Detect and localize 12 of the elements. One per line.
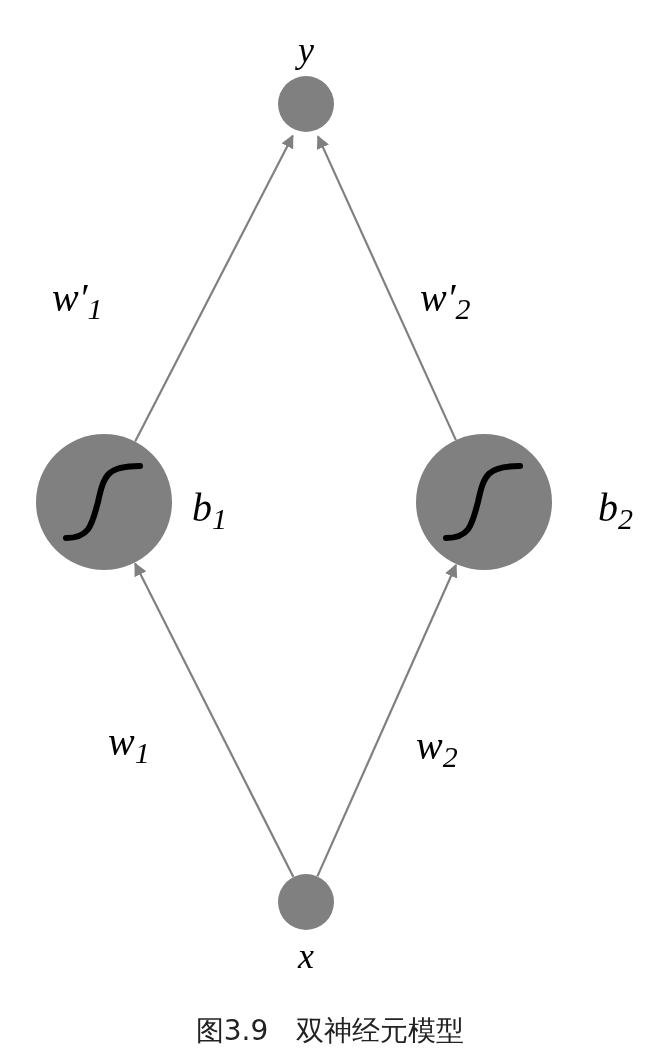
figure-caption: 图3.9 双神经元模型 [194, 1013, 466, 1049]
arrow [316, 135, 457, 441]
bias-label: b$_{1}$ [192, 488, 227, 528]
weight-label: w′$_{2}$ [420, 278, 471, 318]
bias-label: b$_{2}$ [598, 488, 633, 528]
variable-label: x [298, 938, 314, 974]
weight-label: w$_{2}$ [416, 726, 458, 766]
weight-label: w$_{1}$ [108, 722, 150, 762]
arrow [316, 563, 458, 877]
arrow [134, 134, 294, 443]
arrow [134, 562, 295, 878]
weight-label: w′$_{1}$ [52, 278, 103, 318]
